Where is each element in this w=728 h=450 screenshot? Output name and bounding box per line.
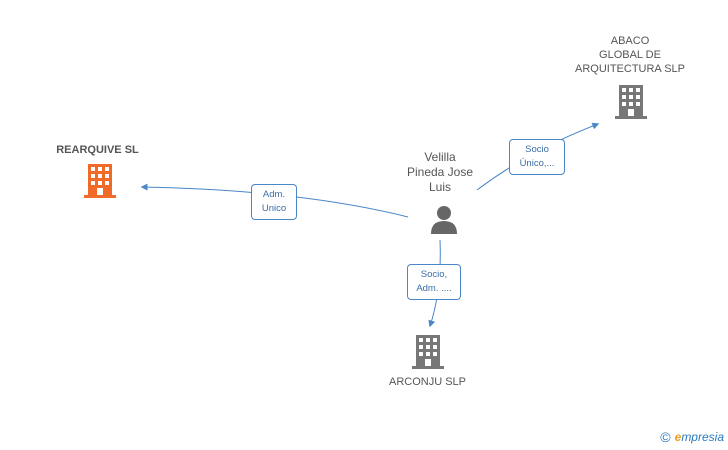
person-label[interactable]: Velilla Pineda Jose Luis	[390, 150, 490, 195]
person-label-line2: Pineda Jose	[406, 165, 474, 179]
edge-label-socio-unico-line2: Único,...	[519, 158, 555, 169]
company-label-abaco-line3: ARQUITECTURA SLP	[574, 63, 686, 75]
company-label-abaco[interactable]: ABACO GLOBAL DE ARQUITECTURA SLP	[565, 34, 695, 76]
person-icon[interactable]	[429, 204, 459, 234]
person-label-line3: Luis	[428, 180, 451, 194]
company-label-arconju[interactable]: ARCONJU SLP	[388, 376, 467, 388]
company-label-abaco-line1: ABACO	[610, 35, 650, 47]
brand-footer[interactable]: © empresia	[660, 429, 724, 445]
company-label-abaco-line2: GLOBAL DE	[599, 49, 661, 61]
brand-logo-text: mpresia	[681, 430, 724, 444]
edge-label-socio-unico-line1: Socio	[525, 144, 549, 155]
company-label-rearquive[interactable]: REARQUIVE SL	[56, 144, 139, 156]
edge-label-adm-unico-line2: Unico	[261, 203, 287, 214]
building-icon-rearquive[interactable]	[84, 164, 116, 198]
edge-label-socio-unico[interactable]: Socio Único,...	[509, 139, 565, 175]
edge-label-adm-unico-line1: Adm.	[262, 189, 286, 200]
edge-label-socio-adm-line1: Socio,	[420, 269, 448, 280]
copyright-symbol: ©	[660, 429, 671, 445]
building-icon-arconju[interactable]	[412, 335, 444, 369]
edge-label-adm-unico[interactable]: Adm. Unico	[251, 184, 297, 220]
person-label-line1: Velilla	[424, 150, 456, 164]
edge-label-socio-adm-line2: Adm. ....	[416, 283, 452, 294]
brand-logo-initial: e	[674, 430, 682, 444]
brand-logo: empresia	[675, 430, 724, 444]
edge-label-socio-adm[interactable]: Socio, Adm. ....	[407, 264, 461, 300]
building-icon-abaco[interactable]	[615, 85, 647, 119]
